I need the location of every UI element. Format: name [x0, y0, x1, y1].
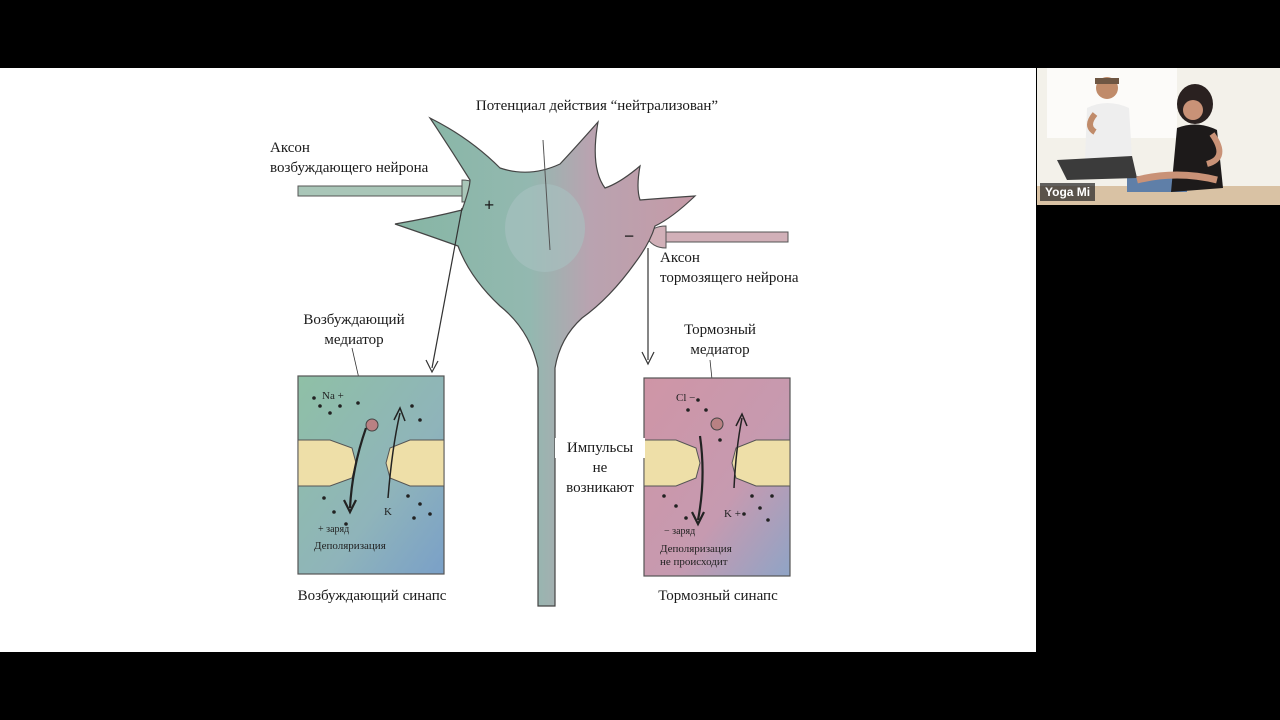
ion-cl-label: Cl − — [676, 392, 696, 404]
participant-name-label: Yoga Mi — [1040, 183, 1096, 201]
ion-k-inhibitory-label: K + — [724, 508, 741, 520]
mediator-inhibitory-line2: медиатор — [690, 342, 750, 358]
neuron-diagram — [297, 116, 791, 607]
nucleus — [505, 184, 585, 272]
ion-na-label: Na + — [322, 390, 344, 402]
inhibitory-arrow — [641, 248, 655, 366]
mediator-excitatory-line1: Возбуждающий — [303, 312, 405, 328]
synapse-excitatory-caption: Возбуждающий синапс — [297, 588, 447, 604]
axon-inhibitory-label-line1: Аксон — [660, 250, 700, 266]
impulses-line3: возникают — [566, 480, 634, 496]
impulses-line1: Импульсы — [555, 438, 645, 458]
ion-k-excitatory-label: K — [384, 506, 392, 518]
mediator-excitatory-line2: медиатор — [324, 332, 384, 348]
participant-video-frame — [1037, 68, 1280, 205]
shared-slide: Потенциал действия “нейтрализован” Аксон… — [0, 68, 1036, 652]
synapse-inhibitory-caption: Тормозный синапс — [658, 588, 778, 604]
charge-inhibitory-label: − заряд — [664, 526, 696, 537]
axon-excitatory-label-line1: Аксон — [270, 140, 310, 156]
excitatory-axon — [297, 179, 483, 203]
axon-excitatory-label-line2: возбуждающего нейрона — [270, 160, 429, 176]
process-excitatory-label: Деполяризация — [314, 540, 386, 552]
slide-title: Потенциал действия “нейтрализован” — [475, 98, 719, 114]
minus-sign: − — [624, 226, 635, 246]
charge-excitatory-label: + заряд — [318, 524, 350, 535]
process-inhibitory-line1: Деполяризация — [660, 543, 732, 555]
inhibitory-synapse-box — [643, 377, 791, 577]
inhibitory-axon — [645, 225, 789, 249]
impulses-line2: не — [592, 460, 608, 476]
axon-hillock-line — [542, 139, 551, 251]
process-inhibitory-line2: не происходит — [660, 556, 728, 568]
excitatory-arrow — [425, 207, 463, 374]
neuron-soma — [394, 116, 697, 607]
axon-inhibitory-label-line2: тормозящего нейрона — [660, 270, 799, 286]
mediator-inhibitory-line1: Тормозный — [684, 322, 756, 338]
participant-video-tile[interactable]: Yoga Mi — [1037, 68, 1280, 205]
plus-sign: + — [484, 195, 495, 215]
excitatory-synapse-box — [297, 375, 445, 575]
